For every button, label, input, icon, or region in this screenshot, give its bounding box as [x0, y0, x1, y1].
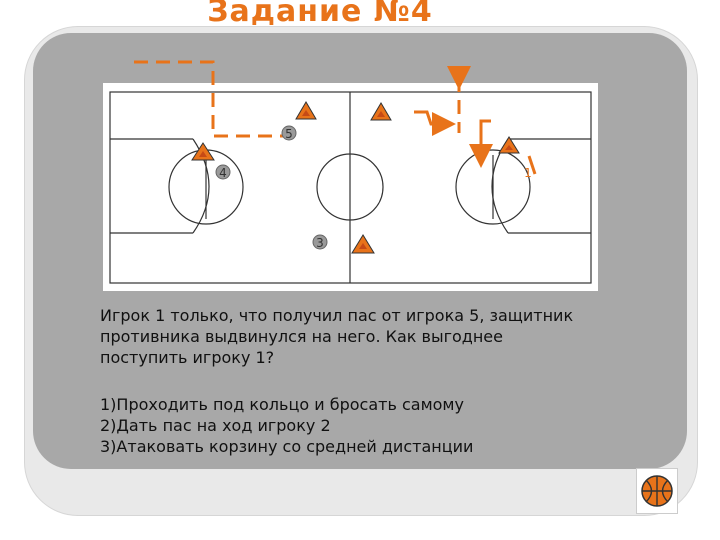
- player-5-marker: [281, 125, 297, 141]
- player-5-label: 5: [285, 127, 293, 141]
- player-4-label: 4: [219, 166, 227, 180]
- answer-option-2: 2)Дать пас на ход игроку 2: [100, 416, 331, 435]
- defender-triangle-icon: [191, 142, 215, 161]
- basketball-court: [103, 83, 598, 291]
- center-circle: [316, 153, 384, 221]
- question-line: Игрок 1 только, что получил пас от игрок…: [100, 306, 574, 325]
- player-markers: 5 4 3 1: [215, 125, 532, 250]
- defender-triangle-icon: [498, 136, 520, 154]
- court-lines: [109, 91, 592, 284]
- player-4-marker: [215, 164, 231, 180]
- defender-triangle-icon: [370, 102, 392, 121]
- player-3-marker: [312, 234, 328, 250]
- basketball-icon: [641, 475, 673, 507]
- answer-option-1: 1)Проходить под кольцо и бросать самому: [100, 395, 464, 414]
- player-2-path: [414, 110, 456, 136]
- player-4-cut-path: [134, 60, 284, 138]
- answer-option-3: 3)Атаковать корзину со средней дистанции: [100, 437, 474, 456]
- question-line: противника выдвинулся на него. Как выгод…: [100, 327, 503, 346]
- player-1-label: 1: [524, 166, 532, 180]
- slide-title: Задание №4: [207, 0, 433, 29]
- player-3-label: 3: [316, 236, 324, 250]
- pass-path: [527, 155, 537, 175]
- defender-icons: [191, 101, 520, 254]
- answer-options: 1)Проходить под кольцо и бросать самому …: [100, 394, 660, 457]
- question-line: поступить игроку 1?: [100, 348, 275, 367]
- defender-triangle-icon: [351, 234, 375, 254]
- player-1-path: [469, 119, 493, 168]
- defender-triangle-icon: [295, 101, 317, 120]
- right-free-throw-circle: [455, 149, 531, 225]
- nav-button[interactable]: [636, 468, 678, 514]
- question-text: Игрок 1 только, что получил пас от игрок…: [100, 305, 660, 368]
